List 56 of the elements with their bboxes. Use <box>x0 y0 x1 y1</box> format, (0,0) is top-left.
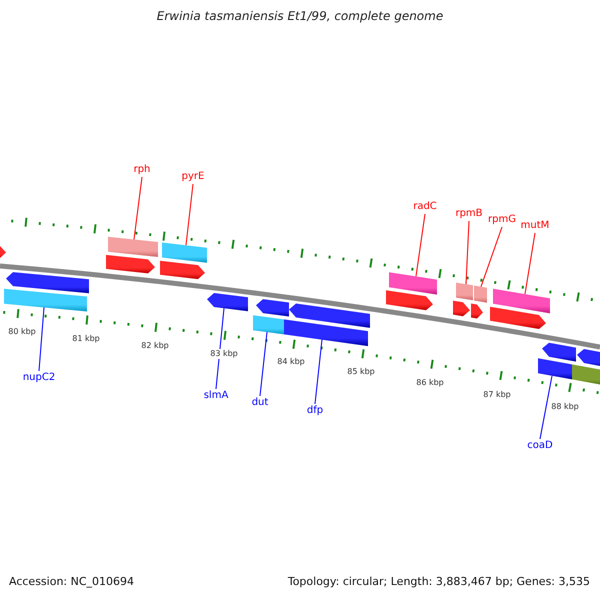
leader-line <box>480 226 502 288</box>
gene-label: rph <box>134 163 150 177</box>
scale-label: 86 kbp <box>415 378 445 388</box>
gene-label: radC <box>413 200 437 214</box>
gene-feature <box>6 272 89 294</box>
leader-line <box>186 184 194 246</box>
scale-label: 88 kbp <box>550 402 580 412</box>
gene-feature <box>207 293 248 312</box>
leader-line <box>466 220 470 285</box>
leader-line <box>524 232 536 295</box>
cds-bar <box>493 288 550 314</box>
gene-feature <box>471 304 483 318</box>
cds-bar <box>474 286 487 303</box>
gene-label: nupC2 <box>22 371 56 385</box>
gene-feature <box>490 306 546 329</box>
scale-label: 87 kbp <box>482 390 512 400</box>
leader-line <box>416 214 426 277</box>
gene-label: mutM <box>520 219 550 233</box>
scale-label: 85 kbp <box>346 367 376 377</box>
cds-bar <box>162 242 207 263</box>
gene-feature <box>160 260 205 280</box>
title: Erwinia tasmaniensis Et1/99, complete genome <box>156 9 444 23</box>
gene-label: dfp <box>306 404 324 418</box>
gene-feature <box>453 300 470 316</box>
leader-line <box>540 375 552 440</box>
scale-label: 80 kbp <box>7 327 37 337</box>
leader-line <box>38 306 44 372</box>
leader-line <box>216 308 224 390</box>
leader-line <box>314 339 322 404</box>
gene-feature <box>106 254 155 274</box>
gene-feature <box>577 349 600 368</box>
gene-feature <box>542 342 576 362</box>
cds-bar <box>389 272 437 295</box>
gene-feature <box>256 299 289 316</box>
genome-info: Topology: circular; Length: 3,883,467 bp; Genes: 3,535 <box>288 575 590 589</box>
gene-label: rpmG <box>488 213 516 227</box>
scale-label: 82 kbp <box>140 341 170 351</box>
gene-label: dut <box>252 396 268 410</box>
cds-bar <box>572 364 600 386</box>
gene-label: pyrE <box>182 170 204 184</box>
accession-label: Accession: NC_010694 <box>9 575 134 589</box>
cds-bar <box>108 236 158 257</box>
scale-label: 84 kbp <box>276 357 306 367</box>
scale-label: 81 kbp <box>71 334 101 344</box>
cds-bar <box>253 315 284 334</box>
gene-label: coaD <box>527 439 553 453</box>
gene-label: rpmB <box>455 207 483 221</box>
gene-label: slmA <box>204 389 228 403</box>
leader-line <box>134 176 142 240</box>
cds-bar <box>538 358 572 380</box>
gene-feature <box>386 290 433 310</box>
leader-line <box>260 332 268 396</box>
gene-feature <box>0 244 6 259</box>
cds-bar <box>456 282 473 300</box>
cds-bar <box>4 288 87 312</box>
scale-label: 83 kbp <box>209 349 239 359</box>
